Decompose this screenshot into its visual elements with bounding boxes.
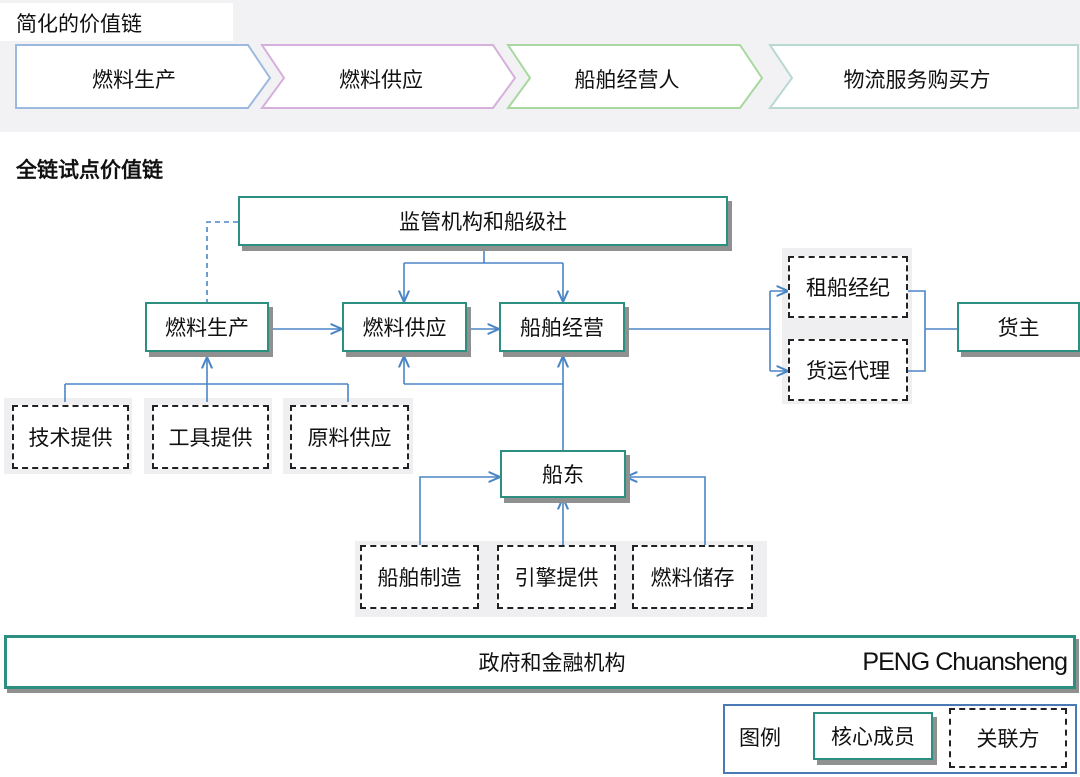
legend: 图例 核心成员 关联方	[723, 704, 1077, 774]
chevron-label-fuel-production: 燃料生产	[45, 57, 223, 101]
chevron-label-logistics-buyer: 物流服务购买方	[798, 57, 1036, 101]
government-finance-label: 政府和金融机构	[478, 651, 626, 675]
shipowner-node: 船东	[500, 450, 626, 498]
regulator-fuel-production-link	[206, 221, 238, 302]
tech-supply-node: 技术提供	[12, 405, 129, 469]
shipbuilding-to-shipowner-arrow	[419, 477, 500, 545]
cargo-owner-node: 货主	[957, 302, 1080, 352]
tool-supply-node: 工具提供	[152, 405, 269, 469]
brokers-merge-link	[908, 290, 926, 372]
simplified-chain-title: 简化的价值链	[16, 12, 142, 36]
legend-title: 图例	[739, 726, 781, 750]
legend-related-party: 关联方	[949, 708, 1067, 768]
regulator-node: 监管机构和船级社	[238, 196, 728, 246]
legend-core-member: 核心成员	[813, 712, 933, 760]
fuel-supply-node: 燃料供应	[342, 302, 467, 352]
shipbuilding-node: 船舶制造	[360, 545, 479, 609]
ship-operation-node: 船舶经营	[499, 302, 625, 352]
full-chain-title: 全链试点价值链	[16, 158, 163, 182]
government-finance-bar: 政府和金融机构 PENG Chuansheng	[4, 635, 1076, 689]
storage-to-shipowner-arrow	[626, 477, 706, 545]
chartering-broker-node: 租船经纪	[788, 256, 908, 318]
raw-material-supply-node: 原料供应	[290, 405, 409, 469]
chevron-label-fuel-supply: 燃料供应	[292, 57, 470, 101]
author-credit: PENG Chuansheng	[862, 647, 1068, 676]
freight-forwarder-node: 货运代理	[788, 339, 908, 401]
fuel-production-node: 燃料生产	[145, 302, 269, 352]
engine-supply-node: 引擎提供	[497, 545, 616, 609]
chevron-label-ship-operator: 船舶经营人	[538, 57, 716, 101]
simplified-title-bg	[0, 3, 233, 41]
fuel-storage-node: 燃料储存	[632, 545, 753, 609]
